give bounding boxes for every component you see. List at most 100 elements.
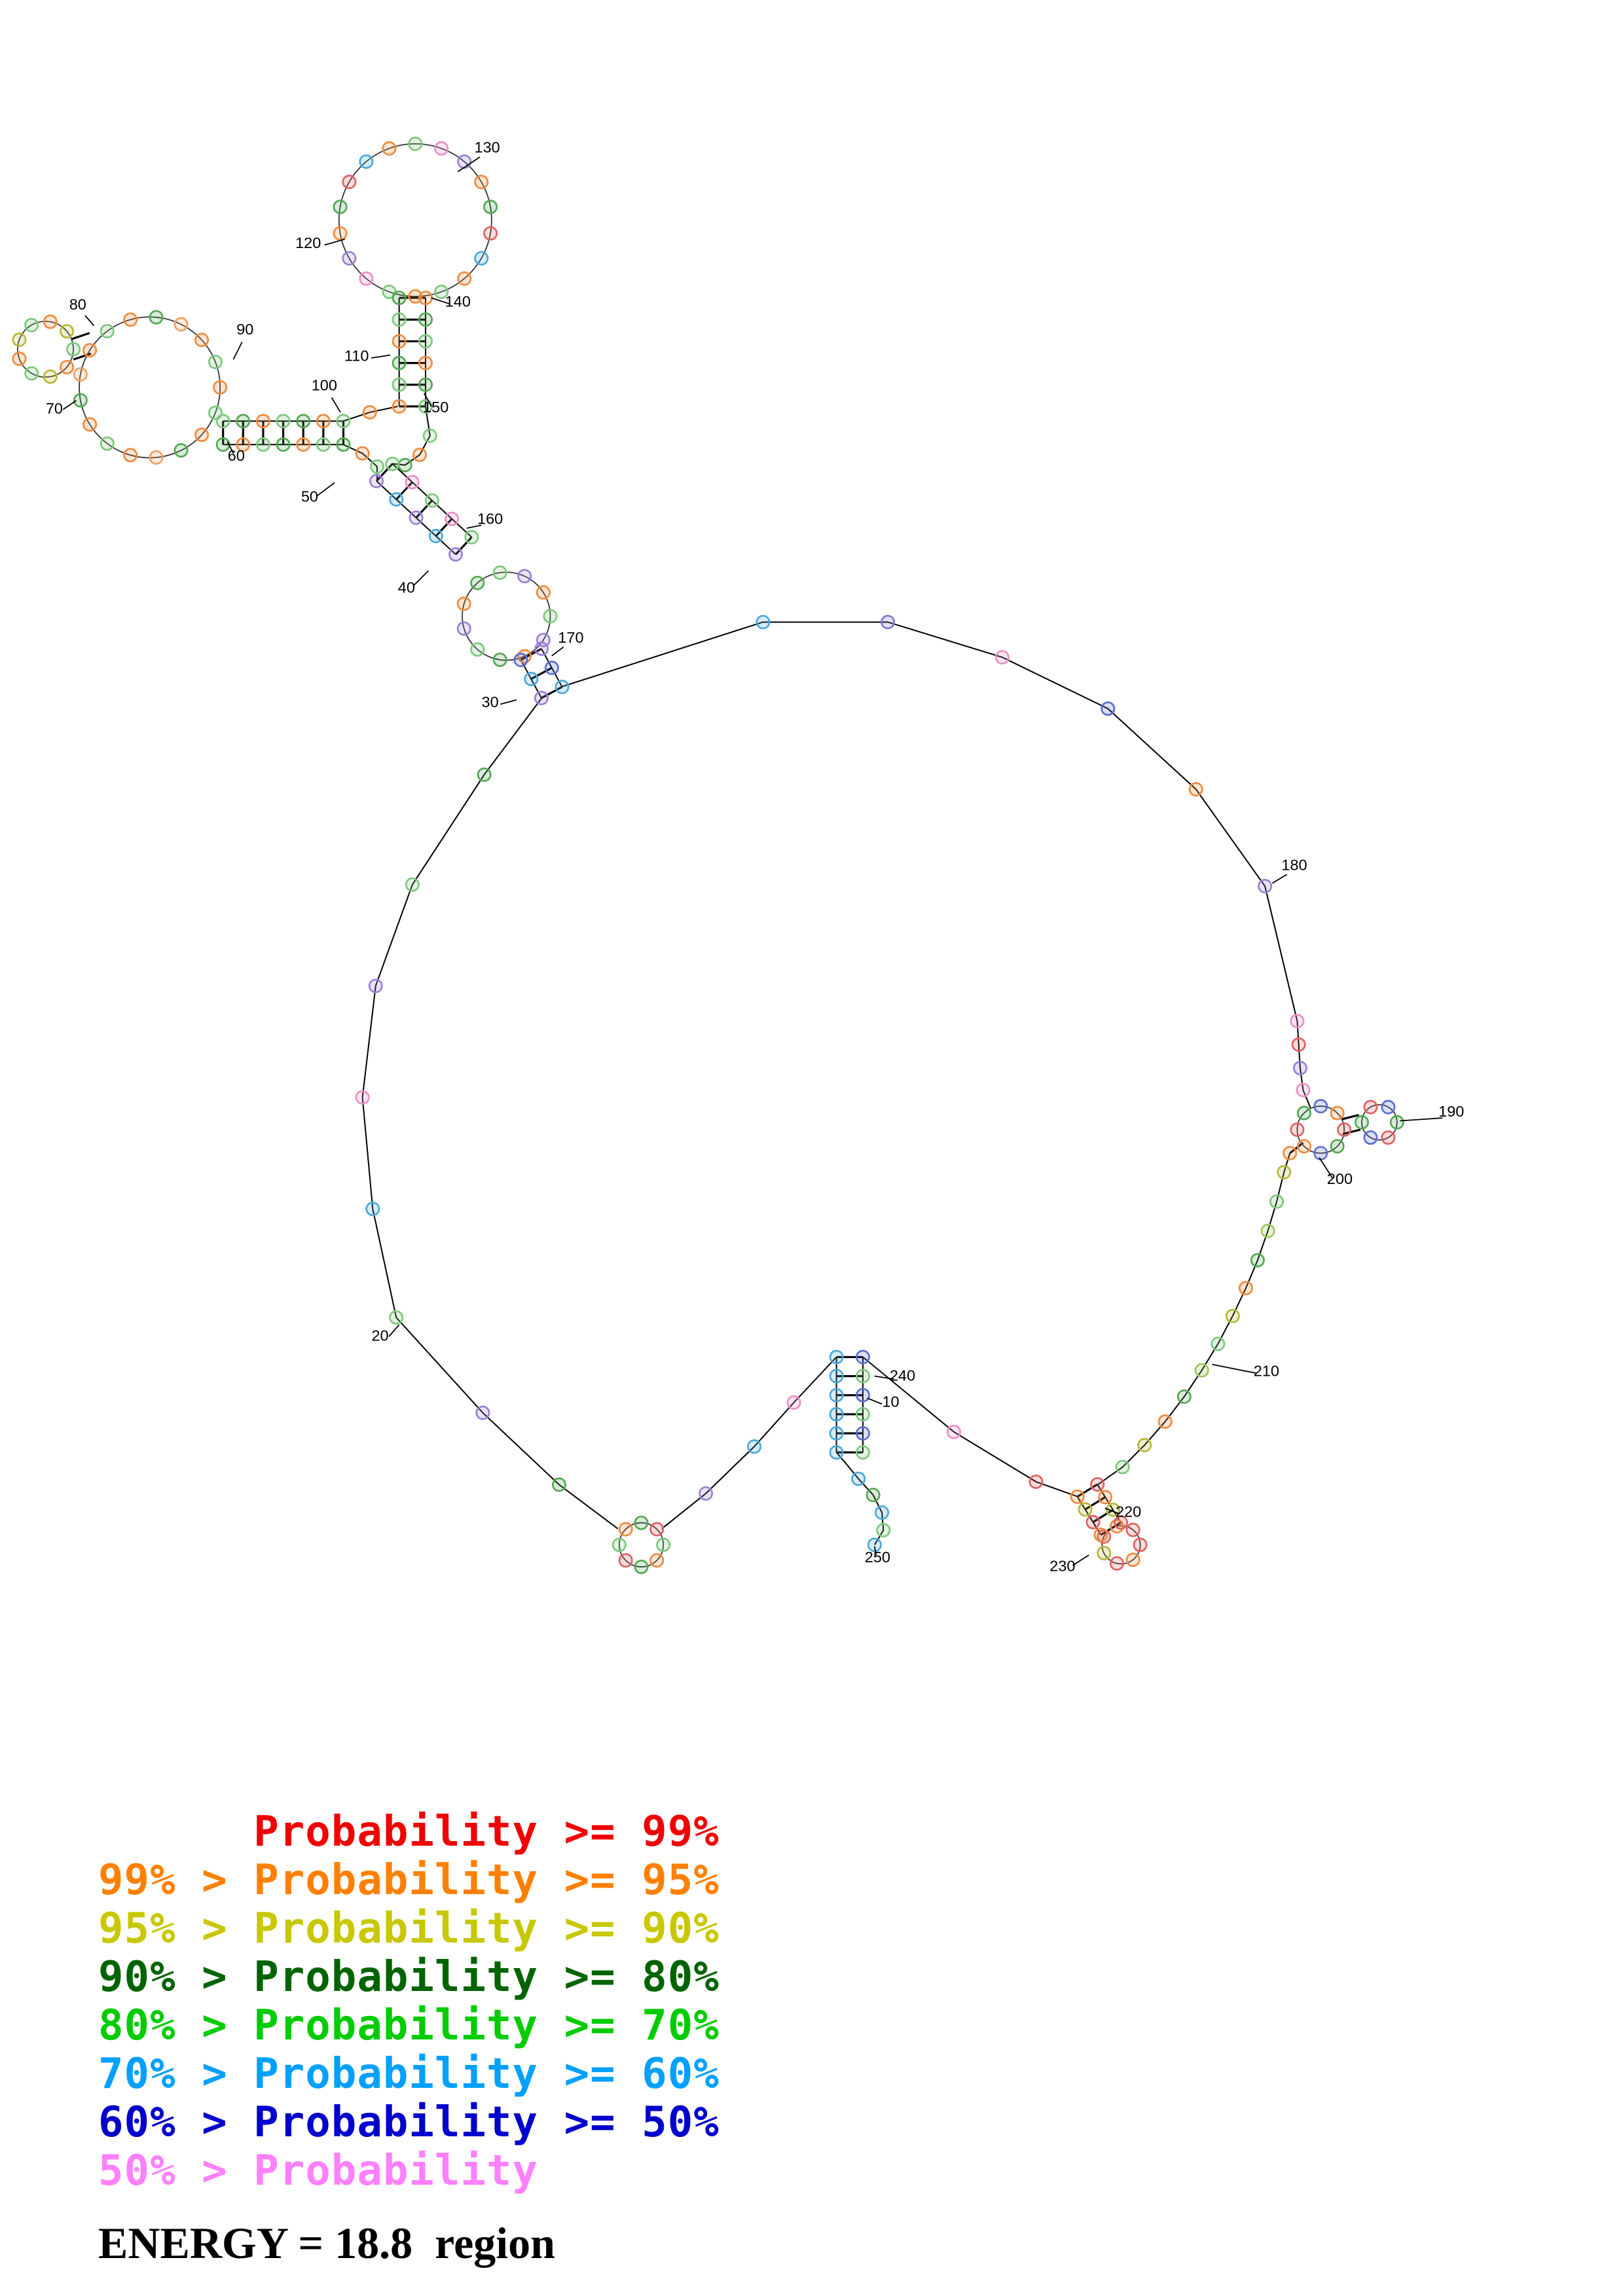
nucleotide-dot xyxy=(1381,1100,1396,1115)
nucleotide-dot xyxy=(492,565,507,580)
nucleotide-dot xyxy=(618,1553,633,1568)
nucleotide-dot xyxy=(448,547,464,562)
nucleotide-dot xyxy=(1133,1537,1148,1552)
nucleotide-dot xyxy=(173,443,189,458)
backbone-lines xyxy=(17,143,1398,1568)
nucleotide-dot xyxy=(1381,1130,1396,1145)
position-label: 130 xyxy=(475,139,500,156)
nucleotide-dot xyxy=(1313,1145,1328,1160)
nucleotide-dot xyxy=(829,1426,844,1441)
legend-item: 90% > Probability >= 80% xyxy=(98,1953,720,2001)
nucleotide-dot xyxy=(829,1407,844,1422)
nucleotide-dot xyxy=(296,414,311,429)
nucleotide-dot xyxy=(855,1407,870,1422)
nucleotide-dot xyxy=(276,437,291,452)
nucleotide-dot xyxy=(100,436,115,451)
nucleotide-dot xyxy=(618,1522,633,1537)
nucleotide-dot xyxy=(513,653,528,668)
nucleotide-dot xyxy=(1188,781,1203,797)
nucleotide-dot xyxy=(649,1522,665,1537)
nucleotide-dot xyxy=(829,1350,844,1365)
nucleotide-dot xyxy=(149,310,164,325)
nucleotide-dot xyxy=(855,1369,870,1384)
nucleotide-dot xyxy=(355,446,370,461)
nucleotide-dot xyxy=(362,404,377,420)
nucleotide-dot xyxy=(1290,1122,1305,1137)
nucleotide-dot xyxy=(456,621,471,636)
nucleotide-dot xyxy=(445,511,460,526)
nucleotide-dot xyxy=(747,1439,762,1454)
nucleotide-dot xyxy=(866,1488,881,1503)
nucleotide-dot xyxy=(424,493,439,508)
nucleotide-dot xyxy=(392,377,407,392)
nucleotide-dot xyxy=(1258,878,1273,893)
legend-item: 60% > Probability >= 50% xyxy=(98,2098,720,2147)
nucleotide-dot xyxy=(359,271,374,286)
nucleotide-dot xyxy=(255,437,270,452)
nucleotide-dot xyxy=(408,136,423,151)
position-label: 170 xyxy=(558,629,583,646)
nucleotide-dot xyxy=(1269,1194,1285,1209)
nucleotide-dot xyxy=(551,1477,566,1492)
legend-item: 50% > Probability xyxy=(98,2147,539,2195)
legend-item: Probability >= 99% xyxy=(98,1808,720,1856)
nucleotide-dot xyxy=(1070,1489,1085,1504)
nucleotide-dots xyxy=(12,136,1404,1574)
nucleotide-dot xyxy=(1296,1139,1311,1154)
nucleotide-dot xyxy=(946,1424,961,1439)
position-label: 220 xyxy=(1116,1503,1141,1520)
nucleotide-dot xyxy=(60,359,75,374)
nucleotide-dot xyxy=(236,414,251,429)
nucleotide-dot xyxy=(418,334,433,349)
nucleotide-dot xyxy=(534,641,549,656)
nucleotide-dot xyxy=(1078,1502,1093,1517)
nucleotide-dot xyxy=(208,354,223,369)
nucleotide-dot xyxy=(43,369,58,384)
position-label: 120 xyxy=(295,234,321,251)
nucleotide-dot xyxy=(1330,1139,1345,1154)
nucleotide-dot xyxy=(876,1522,891,1537)
position-label: 40 xyxy=(398,579,415,596)
nucleotide-dot xyxy=(475,1405,490,1420)
nucleotide-dot xyxy=(477,767,492,782)
nucleotide-dot xyxy=(1225,1308,1240,1323)
nucleotide-dot xyxy=(1260,1223,1275,1238)
legend-item: 80% > Probability >= 70% xyxy=(98,2001,720,2050)
nucleotide-dot xyxy=(1290,1014,1305,1029)
nucleotide-dot xyxy=(1211,1336,1226,1352)
nucleotide-dot xyxy=(543,609,558,624)
nucleotide-dot xyxy=(699,1486,714,1501)
position-label: 10 xyxy=(882,1393,899,1410)
nucleotide-dot xyxy=(1137,1437,1152,1452)
position-label: 240 xyxy=(890,1367,915,1384)
nucleotide-dot xyxy=(213,380,228,395)
nucleotide-dot xyxy=(634,1559,649,1574)
nucleotide-dot xyxy=(1029,1474,1044,1489)
nucleotide-dot xyxy=(994,650,1010,665)
nucleotide-dot xyxy=(1125,1552,1140,1568)
nucleotide-dot xyxy=(1292,1060,1307,1075)
nucleotide-dot xyxy=(1238,1281,1253,1296)
nucleotide-dot xyxy=(405,877,420,892)
nucleotide-dot xyxy=(82,343,98,358)
nucleotide-dot xyxy=(534,691,549,706)
nucleotide-dot xyxy=(611,1537,627,1552)
nucleotide-dot xyxy=(1330,1105,1345,1121)
nucleotide-dot xyxy=(649,1553,665,1568)
position-label: 180 xyxy=(1281,856,1307,873)
nucleotide-dot xyxy=(408,289,423,304)
nucleotide-dot xyxy=(474,251,489,266)
nucleotide-dot xyxy=(392,291,407,306)
nucleotide-dot xyxy=(12,351,27,367)
nucleotide-dot xyxy=(123,312,138,327)
nucleotide-dot xyxy=(24,317,39,332)
nucleotide-dot xyxy=(12,332,27,347)
nucleotide-dot xyxy=(1291,1037,1306,1052)
nucleotide-dot xyxy=(656,1537,671,1552)
nucleotide-dot xyxy=(1389,1115,1404,1130)
nucleotide-dot xyxy=(464,529,479,545)
nucleotide-dot xyxy=(255,414,270,429)
nucleotide-dot xyxy=(634,1515,649,1530)
